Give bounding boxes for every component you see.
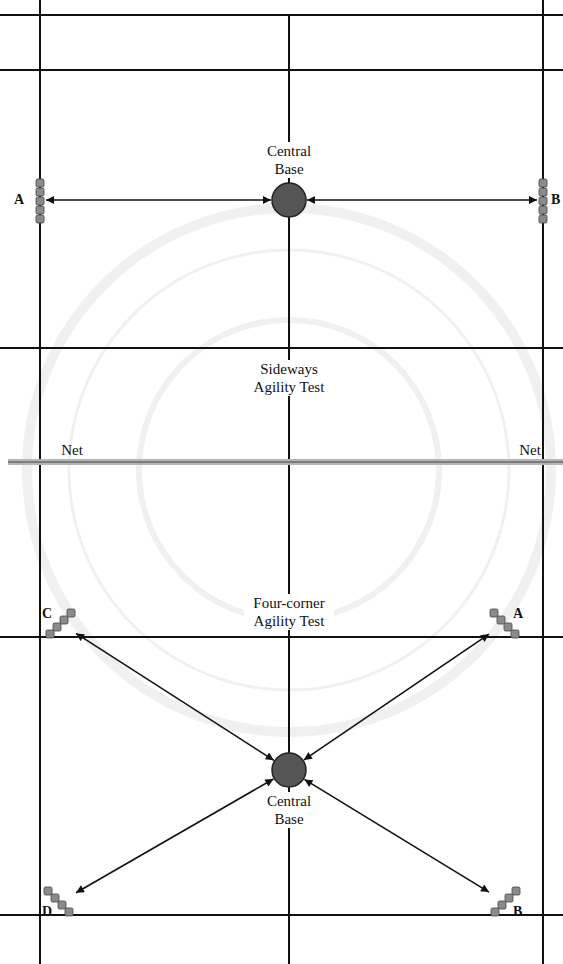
cone-square xyxy=(58,901,66,909)
cone-square xyxy=(539,188,547,196)
cone-square xyxy=(490,609,498,617)
cone-square xyxy=(67,609,75,617)
circle-shape xyxy=(271,752,307,788)
double-arrow xyxy=(76,633,274,760)
corner-letter: B xyxy=(513,904,522,919)
central-base: Central Base xyxy=(271,752,307,788)
cone-square xyxy=(36,188,44,196)
cone-square xyxy=(36,179,44,187)
cone-square xyxy=(539,206,547,214)
cone-square xyxy=(539,179,547,187)
cone-square xyxy=(539,215,547,223)
double-arrow xyxy=(304,779,489,892)
cone-square xyxy=(44,887,52,895)
cone-marker: B xyxy=(489,886,523,919)
cone-marker: A xyxy=(14,176,46,224)
cone-square xyxy=(46,630,54,638)
cone-square xyxy=(498,901,506,909)
cone-square xyxy=(53,623,61,631)
cone-square xyxy=(51,894,59,902)
cone-square xyxy=(505,894,513,902)
corner-letter: A xyxy=(513,606,523,621)
net-label: Net xyxy=(510,441,550,459)
cone-square xyxy=(65,908,73,916)
cone-square xyxy=(491,908,499,916)
cone-square xyxy=(36,197,44,205)
base-circle xyxy=(272,183,306,217)
cone-marker: B xyxy=(537,176,561,224)
double-arrow xyxy=(307,199,537,201)
cone-square xyxy=(539,197,547,205)
net-label: Net xyxy=(52,441,92,459)
cone-marker: C xyxy=(42,606,76,639)
net-line xyxy=(8,459,563,465)
cone-square xyxy=(60,616,68,624)
cone-square xyxy=(36,206,44,214)
base-caption: Central Base xyxy=(256,142,322,178)
circle-shape xyxy=(271,182,307,218)
double-arrow xyxy=(304,634,489,760)
base-caption: Central Base xyxy=(256,792,322,828)
base-circle xyxy=(272,753,306,787)
test-label: Sideways Agility Test xyxy=(244,360,334,396)
cone-marker: D xyxy=(42,886,76,919)
cone-square xyxy=(497,616,505,624)
central-base: Central Base xyxy=(271,182,307,218)
corner-letter: D xyxy=(42,904,52,919)
corner-letter: B xyxy=(551,192,560,207)
test-label: Four-corner Agility Test xyxy=(244,594,334,630)
cone-square xyxy=(36,215,44,223)
cone-marker: A xyxy=(489,606,523,639)
corner-letter: A xyxy=(14,192,24,207)
corner-letter: C xyxy=(42,606,52,621)
cone-square xyxy=(512,887,520,895)
cone-square xyxy=(504,623,512,631)
cone-square xyxy=(511,630,519,638)
double-arrow xyxy=(46,199,271,201)
double-arrow xyxy=(76,779,273,893)
